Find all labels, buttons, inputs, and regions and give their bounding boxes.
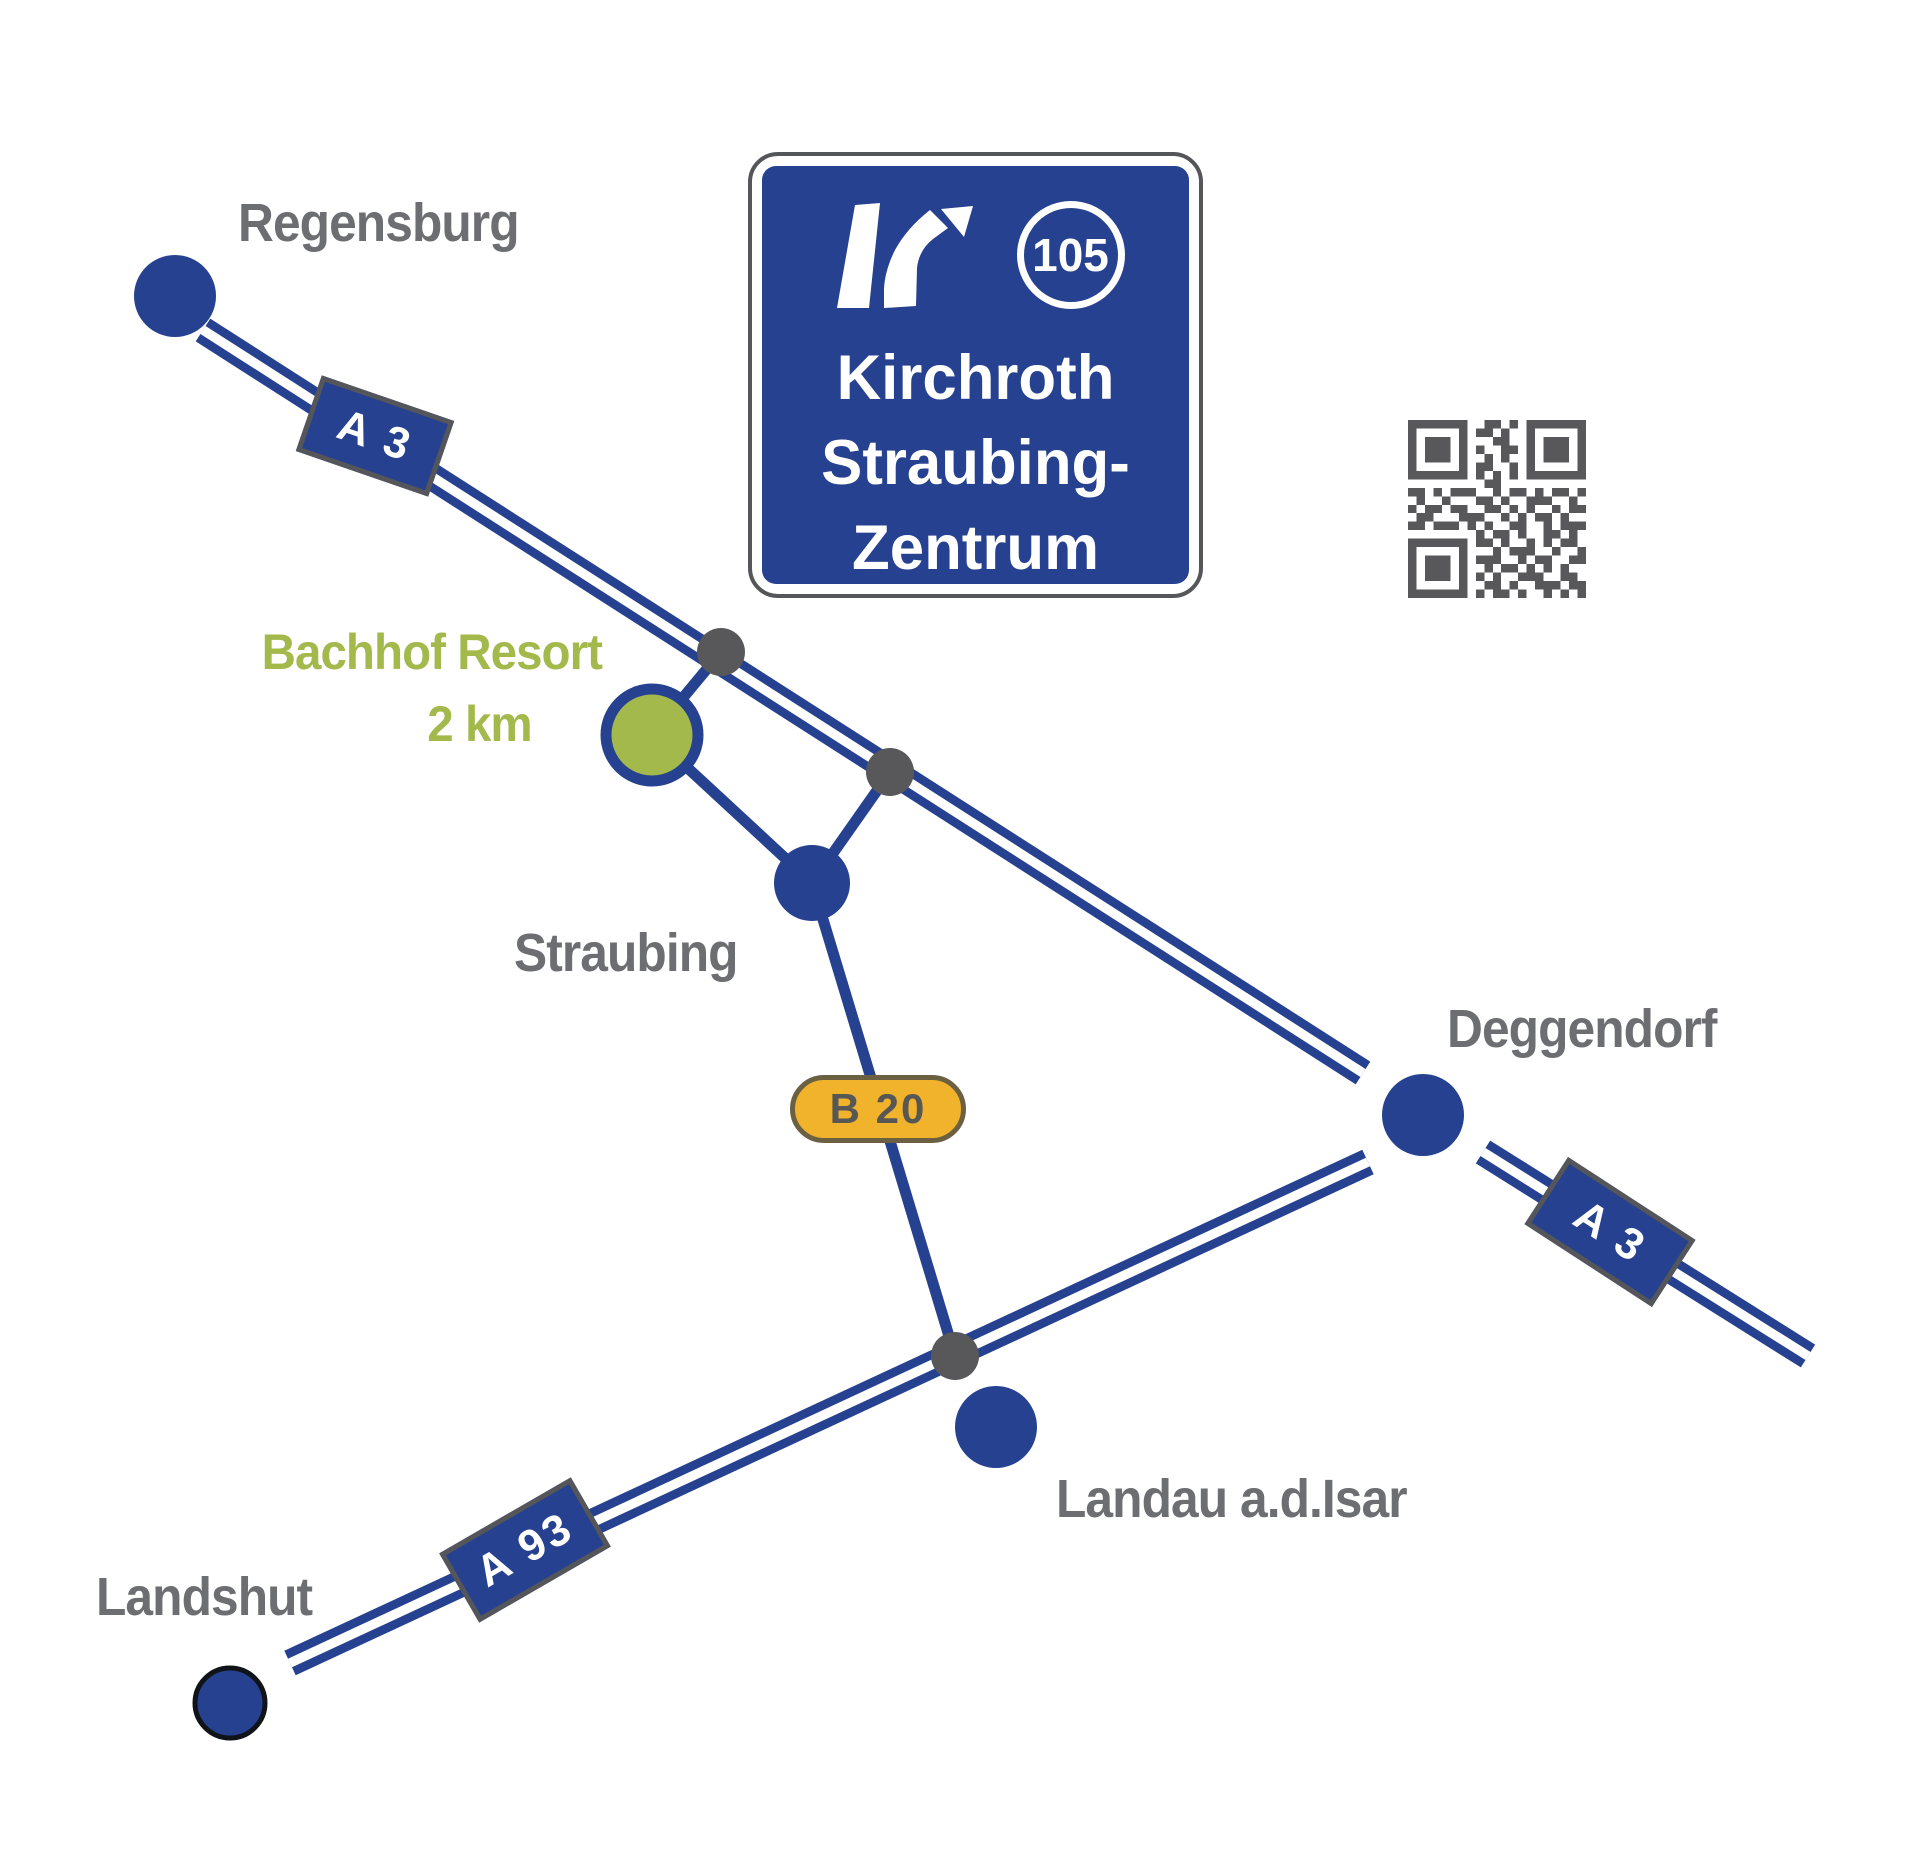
motorway-exit-sign: 105 Kirchroth Straubing- Zentrum <box>748 152 1203 598</box>
city-dot-landshut <box>192 1665 268 1741</box>
qr-code <box>1408 420 1586 598</box>
b20-road-badge: B 20 <box>790 1075 966 1143</box>
label-landshut: Landshut <box>96 1567 313 1627</box>
junction-dot-straubing-exit <box>866 748 914 796</box>
exit-sign-line1: Kirchroth <box>836 343 1115 413</box>
resort-distance: 2 km <box>427 696 532 752</box>
resort-label: Bachhof Resort 2 km <box>192 616 603 760</box>
junction-dot-kirchroth-exit <box>697 628 745 676</box>
label-landau: Landau a.d.Isar <box>1056 1469 1408 1529</box>
a3-road-badge-label: A 3 <box>331 400 419 472</box>
city-dot-straubing <box>774 845 850 921</box>
label-straubing: Straubing <box>514 923 738 983</box>
exit-sign-line3: Zentrum <box>852 513 1099 583</box>
city-dot-regensburg <box>134 255 216 337</box>
highway-a93-centerline <box>287 1157 1371 1668</box>
b20-road-badge-label: B 20 <box>829 1085 927 1132</box>
city-dot-deggendorf <box>1382 1074 1464 1156</box>
junction-dot-a93-b20 <box>931 1332 979 1380</box>
label-regensburg: Regensburg <box>238 193 520 253</box>
exit-sign-line2: Straubing- <box>821 428 1130 498</box>
resort-name: Bachhof Resort <box>261 624 603 680</box>
motorway-exit-icon <box>836 202 973 308</box>
exit-number-badge: 105 <box>1016 201 1125 309</box>
city-dot-landau <box>955 1386 1037 1468</box>
exit-number: 105 <box>1032 229 1109 281</box>
exit-sign-panel: 105 Kirchroth Straubing- Zentrum <box>762 166 1189 584</box>
label-deggendorf: Deggendorf <box>1447 999 1717 1059</box>
exit-sign-text: Kirchroth Straubing- Zentrum <box>766 336 1184 584</box>
resort-marker <box>600 683 704 787</box>
